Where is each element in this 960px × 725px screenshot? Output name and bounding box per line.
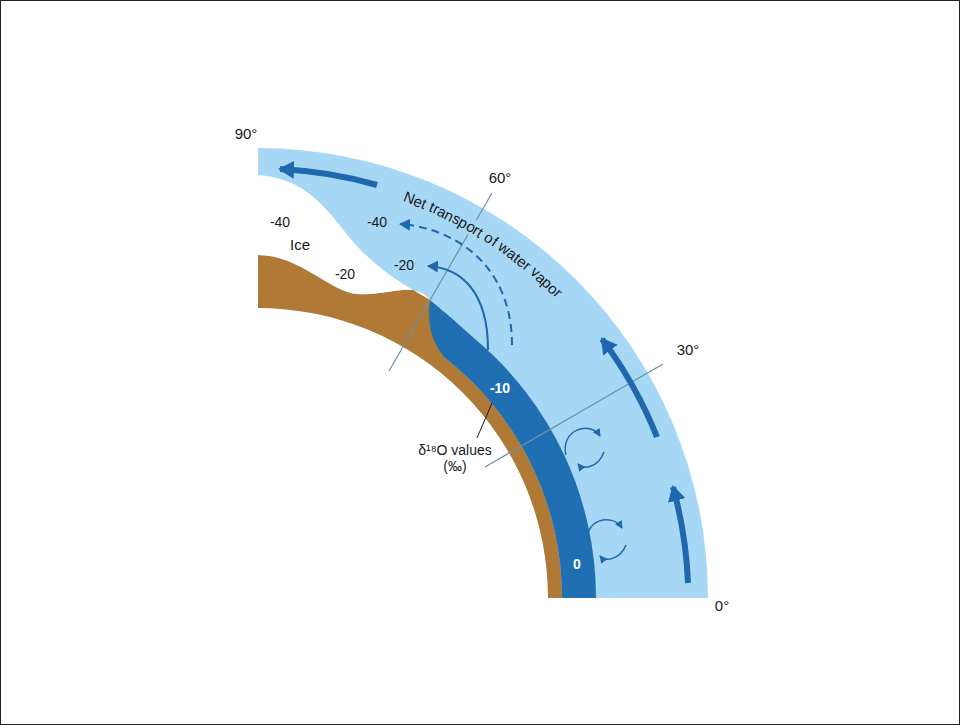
latitude-line <box>389 193 492 371</box>
vapour-path-dashed <box>400 224 512 345</box>
evaporation-loop <box>600 545 626 559</box>
isotope-value: -20 <box>335 266 355 282</box>
ice-label: Ice <box>290 236 310 253</box>
latitude-label: 60° <box>489 169 512 186</box>
isotope-value: -40 <box>270 214 290 230</box>
evaporation-loop <box>587 520 622 545</box>
isotope-value: 0 <box>573 556 581 572</box>
leader-line <box>477 403 492 438</box>
evaporation-loop <box>565 428 600 455</box>
latitude-label: 0° <box>715 597 729 614</box>
vapour-path <box>428 266 488 350</box>
isotope-value: -40 <box>367 214 387 230</box>
transport-arrow <box>673 487 688 583</box>
evaporation-loop <box>578 452 604 467</box>
latitude-line <box>485 364 663 467</box>
latitude-label: 30° <box>677 341 700 358</box>
transport-arrow <box>602 339 657 437</box>
latitude-label: 90° <box>235 125 258 142</box>
axis-caption: δ¹⁸O values (‰) <box>409 442 501 474</box>
transport-arrow <box>280 169 377 185</box>
atmosphere-band <box>258 148 708 598</box>
ice-sheet <box>258 175 430 300</box>
isotope-value: -10 <box>490 380 510 396</box>
isotope-value: -20 <box>394 257 414 273</box>
